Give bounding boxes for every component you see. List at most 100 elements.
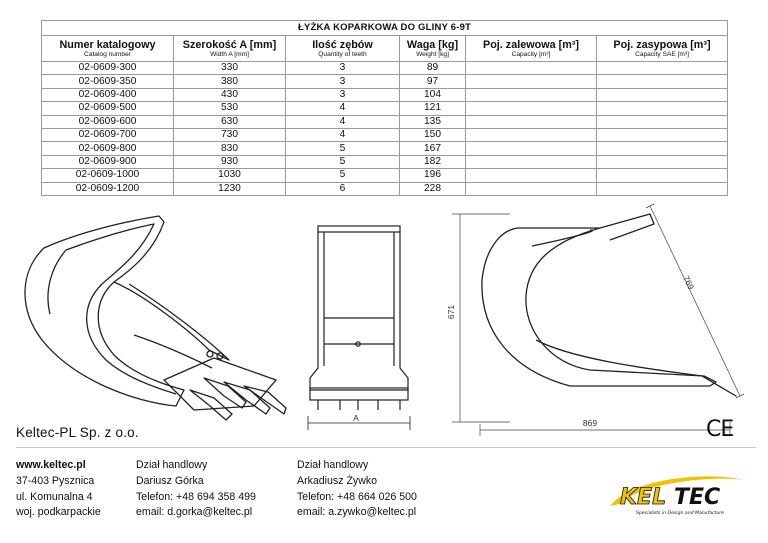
col-header-width: Szerokość A [mm]Width A [mm] bbox=[173, 35, 286, 62]
cell-capacity-sae bbox=[595, 127, 729, 143]
cell-capacity-sae bbox=[595, 87, 729, 103]
cell-capacity-sae bbox=[595, 154, 729, 170]
cell-teeth: 5 bbox=[285, 168, 400, 183]
logo-text-right: TEC bbox=[674, 485, 720, 510]
logo-swoosh bbox=[610, 476, 744, 506]
cell-teeth: 3 bbox=[285, 87, 400, 103]
cell-width: 730 bbox=[173, 127, 286, 143]
contact2-name: Arkadiusz Żywko bbox=[297, 474, 378, 487]
cell-teeth: 4 bbox=[285, 114, 400, 129]
cell-teeth: 4 bbox=[285, 127, 400, 143]
cell-capacity-sae bbox=[595, 60, 729, 76]
cell-width: 430 bbox=[173, 87, 286, 103]
website-link[interactable]: www.keltec.pl bbox=[16, 459, 86, 471]
bucket-perspective-drawing bbox=[24, 215, 287, 421]
contact1-name: Dariusz Górka bbox=[136, 474, 204, 487]
cell-capacity-sae bbox=[595, 141, 729, 156]
col-header-capacity-sae: Poj. zasypowa [m³]Capacity SAE [m³] bbox=[595, 35, 729, 62]
cell-catalog: 02-0609-600 bbox=[41, 114, 174, 129]
bucket-side-drawing: 671 769 869 bbox=[446, 203, 745, 436]
cell-catalog: 02-0609-300 bbox=[41, 60, 174, 76]
cell-teeth: 5 bbox=[285, 154, 400, 170]
cell-teeth: 6 bbox=[285, 181, 400, 196]
cell-capacity-sae bbox=[595, 114, 729, 129]
cell-width: 630 bbox=[173, 114, 286, 129]
table-title: ŁYŻKA KOPARKOWA DO GLINY 6-9T bbox=[40, 20, 729, 36]
dimension-diagonal-label: 769 bbox=[681, 274, 696, 291]
contact2-department: Dział handlowy bbox=[297, 459, 369, 471]
cell-capacity-sae bbox=[595, 168, 729, 183]
address-block: www.keltec.pl 37-403 Pysznica ul. Komuna… bbox=[16, 458, 101, 521]
cell-weight: 182 bbox=[399, 154, 466, 170]
cell-weight: 121 bbox=[399, 101, 466, 116]
cell-capacity bbox=[465, 101, 597, 116]
address-street: ul. Komunalna 4 bbox=[16, 490, 93, 503]
cell-weight: 228 bbox=[399, 181, 466, 196]
cell-catalog: 02-0609-900 bbox=[41, 154, 174, 170]
cell-catalog: 02-0609-400 bbox=[41, 87, 174, 103]
cell-weight: 97 bbox=[399, 74, 466, 89]
cell-width: 330 bbox=[173, 60, 286, 76]
cell-catalog: 02-0609-800 bbox=[41, 141, 174, 156]
cell-width: 830 bbox=[173, 141, 286, 156]
footer-divider bbox=[16, 447, 756, 448]
cell-teeth: 5 bbox=[285, 141, 400, 156]
cell-capacity bbox=[465, 141, 597, 156]
cell-capacity-sae bbox=[595, 101, 729, 116]
cell-width: 1230 bbox=[173, 181, 286, 196]
cell-capacity bbox=[465, 87, 597, 103]
company-name: Keltec-PL Sp. z o.o. bbox=[16, 425, 139, 440]
cell-capacity bbox=[465, 181, 597, 196]
cell-width: 530 bbox=[173, 101, 286, 116]
dimension-length-label: 869 bbox=[583, 418, 597, 428]
contact1-email[interactable]: email: d.gorka@keltec.pl bbox=[136, 506, 253, 519]
cell-capacity-sae bbox=[595, 181, 729, 196]
dimension-height-label: 671 bbox=[446, 305, 456, 319]
dimension-width-label: A bbox=[353, 413, 359, 423]
cell-capacity bbox=[465, 168, 597, 183]
cell-teeth: 3 bbox=[285, 60, 400, 76]
contact-block-2: Dział handlowy Arkadiusz Żywko Telefon: … bbox=[297, 458, 417, 521]
col-header-weight: Waga [kg]Weight [kg] bbox=[399, 35, 466, 62]
cell-capacity bbox=[465, 114, 597, 129]
contact2-email[interactable]: email: a.zywko@keltec.pl bbox=[297, 506, 417, 519]
cell-weight: 89 bbox=[399, 60, 466, 76]
contact1-phone: Telefon: +48 694 358 499 bbox=[136, 490, 256, 503]
logo-text-left: KEL bbox=[620, 485, 666, 510]
cell-weight: 104 bbox=[399, 87, 466, 103]
cell-catalog: 02-0609-700 bbox=[41, 127, 174, 143]
cell-width: 930 bbox=[173, 154, 286, 170]
cell-teeth: 4 bbox=[285, 101, 400, 116]
cell-catalog: 02-0609-350 bbox=[41, 74, 174, 89]
logo-tagline: Specialists in Design and Manufacture bbox=[636, 510, 724, 516]
cell-capacity-sae bbox=[595, 74, 729, 89]
cell-catalog: 02-0609-1000 bbox=[41, 168, 174, 183]
contact2-phone: Telefon: +48 664 026 500 bbox=[297, 490, 417, 503]
col-header-capacity: Poj. zalewowa [m³]Capacity [m³] bbox=[465, 35, 597, 62]
keltec-logo: KEL TEC Specialists in Design and Manufa… bbox=[610, 476, 744, 516]
cell-catalog: 02-0609-500 bbox=[41, 101, 174, 116]
cell-weight: 135 bbox=[399, 114, 466, 129]
cell-capacity bbox=[465, 127, 597, 143]
spec-table: ŁYŻKA KOPARKOWA DO GLINY 6-9T Numer kata… bbox=[40, 20, 729, 196]
cell-weight: 167 bbox=[399, 141, 466, 156]
cell-width: 380 bbox=[173, 74, 286, 89]
cell-catalog: 02-0609-1200 bbox=[41, 181, 174, 196]
cell-capacity bbox=[465, 74, 597, 89]
cell-weight: 196 bbox=[399, 168, 466, 183]
cell-width: 1030 bbox=[173, 168, 286, 183]
address-city: 37-403 Pysznica bbox=[16, 474, 95, 487]
